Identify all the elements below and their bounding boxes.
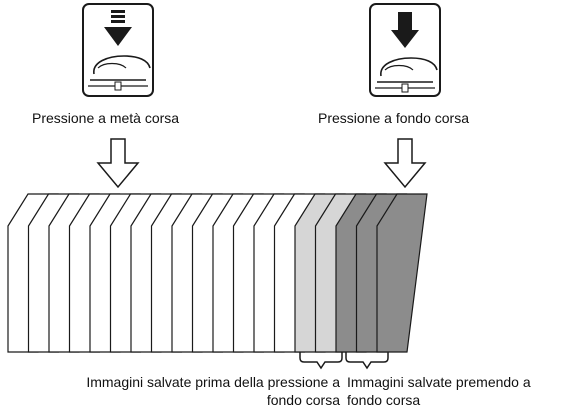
half-press-label: Pressione a metà corsa	[32, 110, 180, 126]
hollow-down-arrow-icon	[383, 138, 427, 189]
image-frame-dark	[376, 193, 428, 353]
full-press-label: Pressione a fondo corsa	[318, 110, 469, 126]
before-caption-line1: Immagini salvate prima della pressione a	[86, 374, 340, 390]
hollow-down-arrow-icon	[96, 138, 140, 189]
image-frame-stack	[7, 193, 428, 353]
after-caption-line1: Immagini salvate premendo a	[347, 374, 531, 390]
after-caption-line2: fondo corsa	[347, 392, 421, 408]
after-group-brace	[345, 352, 389, 370]
shutter-half-press-icon	[82, 3, 154, 97]
before-caption-line2: fondo corsa	[266, 392, 340, 408]
before-group-brace	[299, 352, 343, 370]
shutter-full-press-icon	[369, 3, 441, 97]
